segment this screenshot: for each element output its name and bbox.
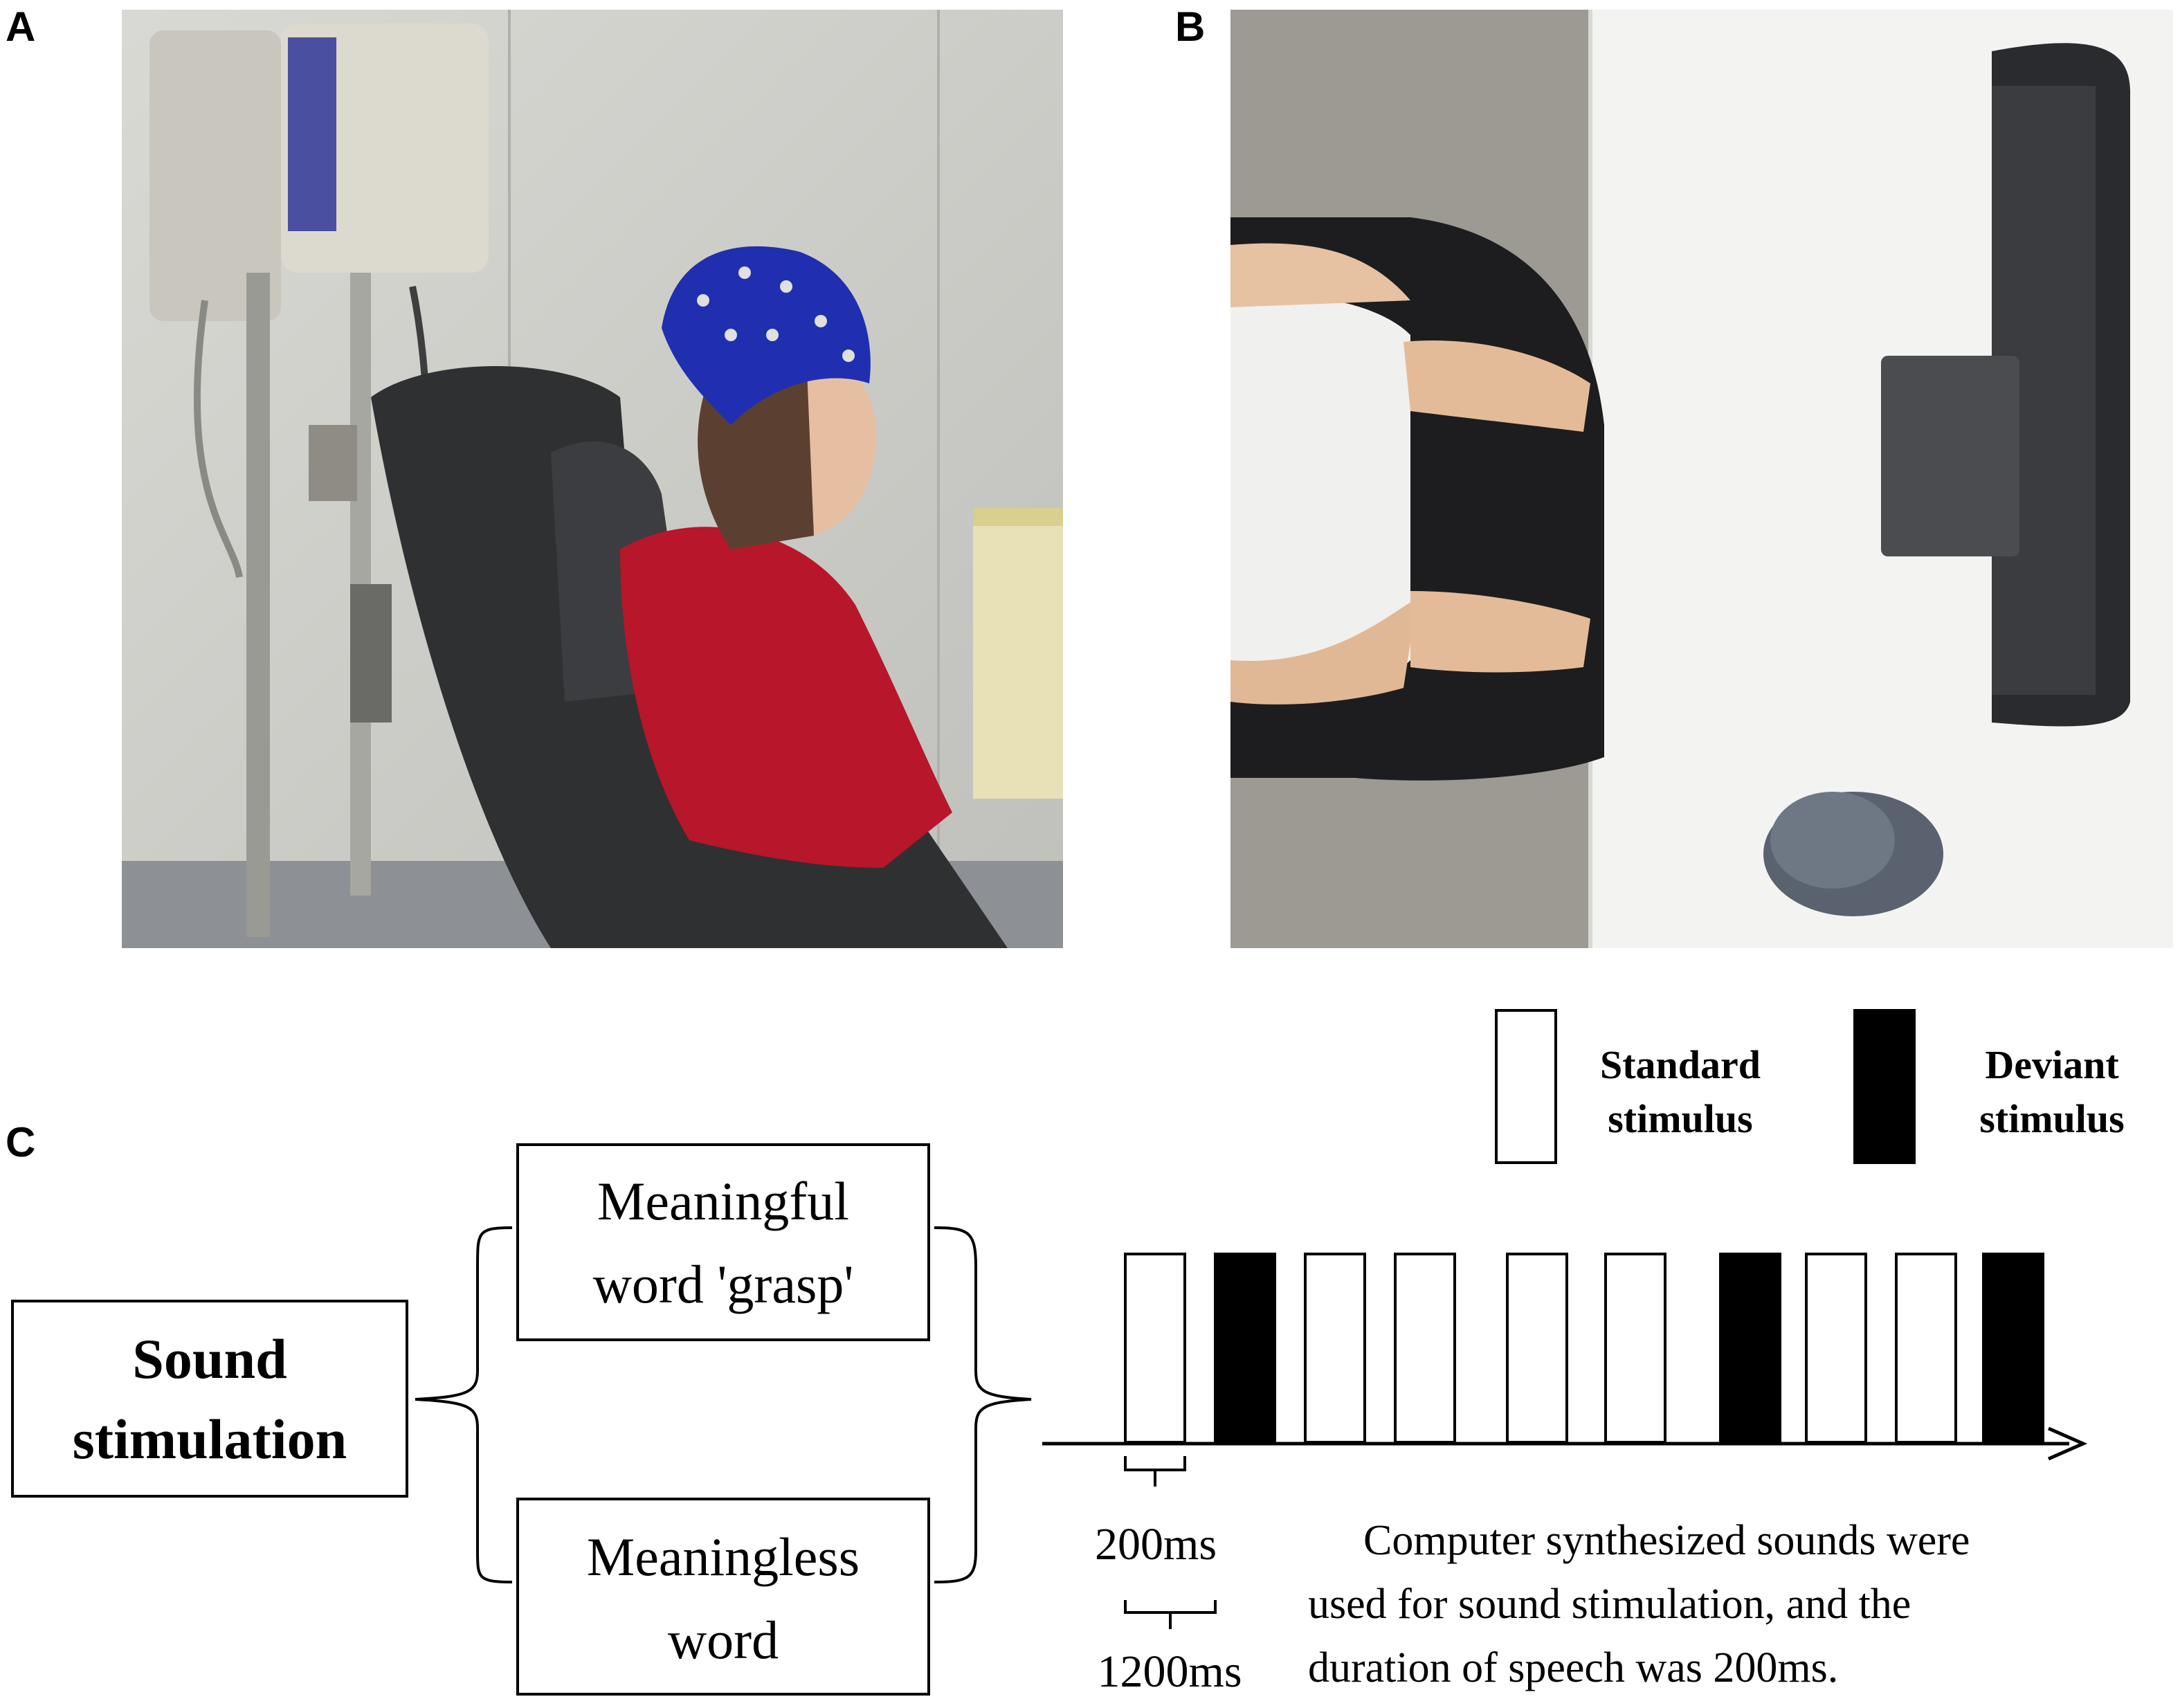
deviant-stimulus-bar: [1214, 1253, 1276, 1444]
photo-eeg-participant: [122, 10, 1063, 948]
standard-stimulus-bar: [1304, 1253, 1366, 1444]
meaningless-word-box: [516, 1498, 930, 1696]
caption-line1: Computer synthesized sounds were: [1363, 1517, 1970, 1564]
meaningful-line2: word 'grasp': [592, 1254, 854, 1314]
panel-label-b: B: [1175, 3, 1206, 50]
standard-stimulus-bar: [1604, 1253, 1666, 1444]
bracket-1200ms: [1124, 1600, 1217, 1629]
duration-200ms-label: 200ms: [1094, 1519, 1217, 1570]
caption: Computer synthesized sounds were used fo…: [1308, 1509, 2173, 1700]
legend-deviant-line1: Deviant: [1985, 1042, 2119, 1087]
meaningful-line1: Meaningful: [597, 1171, 849, 1231]
sound-stimulation-label: Sound stimulation: [12, 1319, 407, 1480]
caption-line3: duration of speech was 200ms.: [1308, 1644, 1839, 1691]
stimulus-sequence: [1124, 1253, 2044, 1444]
meaningless-line2: word: [667, 1610, 779, 1670]
caption-line2: used for sound stimulation, and the: [1308, 1581, 1911, 1628]
meaningless-word-label: Meaningless word: [518, 1516, 929, 1682]
photo-top-view-setup: [1230, 10, 2173, 948]
duration-1200ms-label: 1200ms: [1097, 1646, 1242, 1697]
standard-stimulus-bar: [1895, 1253, 1957, 1444]
standard-stimulus-bar: [1506, 1253, 1568, 1444]
standard-stimulus-bar: [1124, 1253, 1186, 1444]
legend-deviant-line2: stimulus: [1979, 1096, 2125, 1141]
deviant-stimulus-bar: [1982, 1253, 2044, 1444]
deviant-stimulus-bar: [1719, 1253, 1781, 1444]
legend-deviant-box: [1853, 1009, 1916, 1164]
sound-line2: stimulation: [72, 1408, 347, 1471]
standard-stimulus-bar: [1805, 1253, 1867, 1444]
legend-standard-line1: Standard: [1599, 1042, 1761, 1087]
legend-standard-line2: stimulus: [1608, 1096, 1753, 1141]
legend-deviant-label: Deviant stimulus: [1938, 1038, 2166, 1146]
panel-label-a: A: [6, 3, 36, 50]
standard-stimulus-bar: [1394, 1253, 1456, 1444]
panel-label-c: C: [6, 1119, 36, 1165]
meaningless-line1: Meaningless: [586, 1527, 860, 1587]
sound-line1: Sound: [132, 1327, 287, 1390]
meaningful-word-box: [516, 1143, 930, 1341]
legend-standard-box: [1495, 1009, 1557, 1164]
right-brace: [934, 1226, 1032, 1583]
meaningful-word-label: Meaningful word 'grasp': [518, 1160, 929, 1326]
left-brace: [415, 1226, 513, 1583]
legend-standard-label: Standard stimulus: [1570, 1038, 1791, 1146]
sound-stimulation-box: [11, 1300, 408, 1498]
time-axis-arrowhead: [2047, 1426, 2088, 1461]
bracket-200ms: [1124, 1456, 1186, 1487]
